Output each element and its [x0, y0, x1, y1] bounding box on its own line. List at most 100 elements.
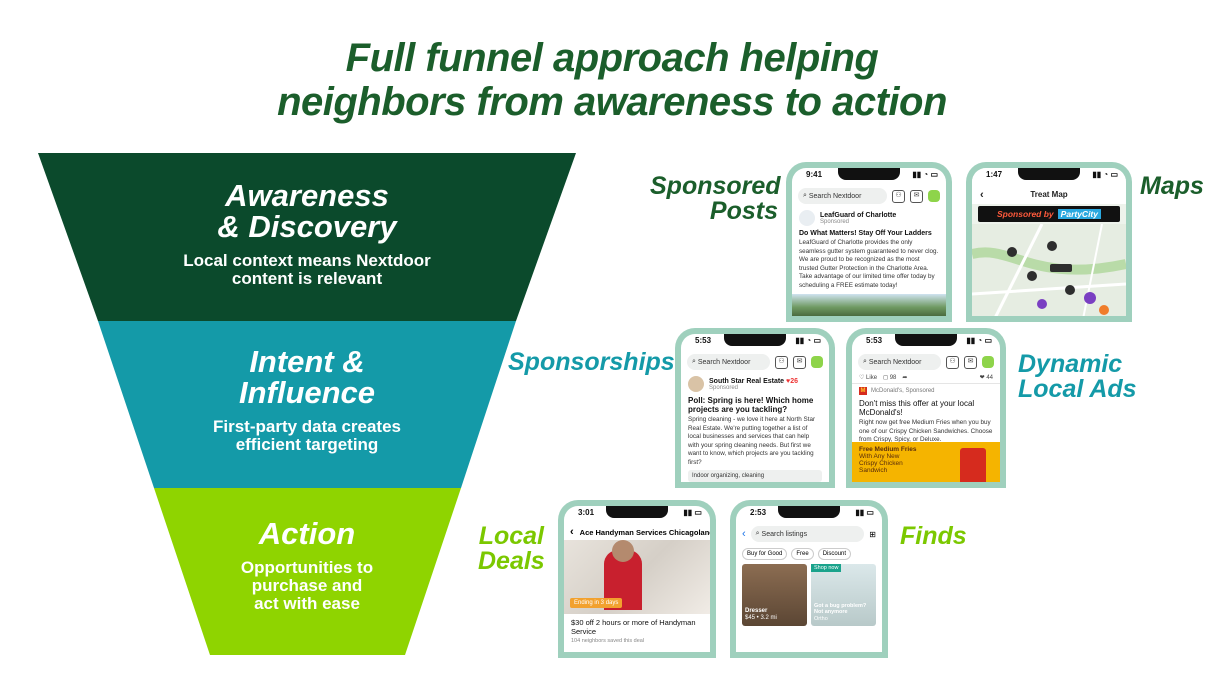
chip-free[interactable]: Free: [791, 548, 814, 560]
stage-awareness-text: Awareness & Discovery Local context mean…: [150, 180, 464, 288]
comment-button[interactable]: ◻ 98: [883, 375, 897, 381]
label-local-deals: Local Deals: [478, 522, 545, 575]
poll-question: Poll: Spring is here! Which home project…: [688, 396, 814, 414]
funnel-stage-action: [154, 488, 461, 655]
advertiser-logo: [799, 210, 815, 226]
search-input[interactable]: ⌕ Search Nextdoor: [798, 188, 887, 204]
mcdonalds-logo: M: [859, 387, 867, 395]
fries-box: [960, 448, 986, 482]
share-icon[interactable]: ➦: [902, 375, 908, 381]
chat-icon[interactable]: ✉: [964, 355, 977, 369]
advertiser-name[interactable]: South Star Real Estate: [709, 377, 785, 385]
chip-buy-for-good[interactable]: Buy for Good: [742, 548, 788, 560]
status-time: 1:47: [986, 170, 1003, 179]
title-line-1: Full funnel approach helping: [345, 36, 879, 80]
post-photo[interactable]: [792, 294, 946, 316]
map-pin-icon: [1084, 292, 1096, 304]
stage-action-body: Opportunities to purchase and act with e…: [240, 558, 374, 613]
label-sponsored-posts: Sponsored Posts: [650, 172, 781, 225]
listing-ad-ortho[interactable]: Shop now Got a bug problem? Not anymore …: [811, 564, 876, 626]
sponsor-banner[interactable]: Sponsored by PartyCity: [978, 206, 1120, 222]
funnel-stage-awareness: [38, 153, 576, 321]
label-maps: Maps: [1140, 172, 1204, 200]
business-header: Ace Handyman Services Chicagoland: [579, 527, 710, 537]
signal-icon: ▮▮ ◔ ▭: [966, 336, 992, 345]
advertiser-name[interactable]: LeafGuard of Charlotte: [820, 211, 897, 219]
poll-option[interactable]: Indoor organizing, cleaning: [688, 470, 822, 482]
search-input[interactable]: ⌕ Search Nextdoor: [858, 354, 941, 370]
compose-icon[interactable]: [928, 190, 940, 202]
stage-intent-body: First-party data creates efficient targe…: [212, 417, 402, 454]
signal-icon: ▮▮ ◔ ▭: [1092, 170, 1118, 179]
stage-awareness-heading: Awareness & Discovery: [217, 178, 397, 244]
label-dynamic-local-ads: Dynamic Local Ads: [1018, 350, 1137, 403]
label-sponsorships: Sponsorships: [508, 348, 675, 376]
phone-finds: 2:53 ▮▮ ▭ ‹ ⌕ Search listings ⊞ Buy for G…: [730, 500, 888, 658]
page-title: Full funnel approach helping neighbors f…: [0, 36, 1224, 124]
back-icon[interactable]: ‹: [570, 526, 574, 538]
ad-headline: Don't miss this offer at your local McDo…: [859, 399, 975, 417]
signal-icon: ▮▮ ◔ ▭: [912, 170, 938, 179]
sponsored-tag: Sponsored: [709, 384, 739, 391]
heart-icon: ♥: [786, 377, 791, 385]
stage-action-text: Action Opportunities to purchase and act…: [200, 518, 414, 613]
reaction-count: ❤ 44: [979, 375, 993, 381]
advertiser-name[interactable]: McDonald's, Sponsored: [871, 388, 935, 394]
phone-map: 1:47 ▮▮ ◔ ▭ ‹ Treat Map Sponsored by Part…: [966, 162, 1132, 322]
ad-body: Right now get free Medium Fries when you…: [859, 419, 993, 443]
status-time: 5:53: [695, 336, 712, 345]
chat-icon[interactable]: ✉: [910, 189, 923, 203]
stage-intent-heading: Intent & Influence: [238, 344, 376, 410]
ending-tag: Ending in 3 days: [570, 598, 623, 608]
search-input[interactable]: ⌕ Search listings: [750, 526, 865, 542]
people-icon[interactable]: ⚇: [892, 189, 905, 203]
shop-now-badge[interactable]: Shop now: [811, 564, 842, 572]
status-time: 2:53: [750, 508, 767, 517]
signal-icon: ▮▮ ◔ ▭: [795, 336, 821, 345]
status-time: 9:41: [806, 170, 823, 179]
treat-map[interactable]: [972, 224, 1126, 316]
listing-dresser[interactable]: Dresser $45 • 3.2 mi: [742, 564, 807, 626]
map-pin-icon: [1065, 285, 1075, 295]
back-icon[interactable]: ‹: [980, 189, 984, 201]
post-headline: Do What Matters! Stay Off Your Ladders: [799, 230, 932, 237]
signal-icon: ▮▮ ▭: [683, 508, 702, 517]
phone-local-deal: 3:01 ▮▮ ▭ ‹ Ace Handyman Services Chicago…: [558, 500, 716, 658]
map-pin-icon: [1099, 305, 1109, 315]
people-icon[interactable]: ⚇: [946, 355, 959, 369]
funnel-stage-intent: [98, 321, 516, 488]
stage-action-heading: Action: [258, 516, 356, 551]
sponsored-tag: Sponsored: [820, 218, 850, 225]
search-input[interactable]: ⌕ Search Nextdoor: [687, 354, 770, 370]
like-button[interactable]: ♡ Like: [859, 375, 878, 381]
like-count: 26: [790, 377, 798, 385]
chip-discount[interactable]: Discount: [817, 548, 852, 560]
map-pin-icon: [1027, 271, 1037, 281]
label-finds: Finds: [900, 522, 967, 550]
party-city-logo: PartyCity: [1057, 209, 1101, 219]
signal-icon: ▮▮ ▭: [855, 508, 874, 517]
map-header: Treat Map: [1030, 190, 1068, 199]
back-icon[interactable]: ‹: [742, 528, 746, 540]
map-pin-icon: [1037, 299, 1047, 309]
compose-icon[interactable]: [982, 356, 994, 368]
phone-sponsorship: 5:53 ▮▮ ◔ ▭ ⌕ Search Nextdoor ⚇ ✉ South S…: [675, 328, 835, 488]
post-body: LeafGuard of Charlotte provides the only…: [799, 239, 939, 289]
stage-intent-text: Intent & Influence First-party data crea…: [170, 346, 444, 454]
stage-awareness-body: Local context means Nextdoor content is …: [183, 251, 431, 288]
compose-icon[interactable]: [811, 356, 823, 368]
status-time: 5:53: [866, 336, 883, 345]
deal-photo[interactable]: Ending in 3 days: [564, 540, 710, 614]
map-pin-icon: [1007, 247, 1017, 257]
deal-saved-count: 104 neighbors saved this deal: [571, 638, 645, 644]
status-time: 3:01: [578, 508, 595, 517]
phone-sponsored-post: 9:41 ▮▮ ◔ ▭ ⌕ Search Nextdoor ⚇ ✉ LeafGua…: [786, 162, 952, 322]
people-icon[interactable]: ⚇: [775, 355, 788, 369]
grid-icon[interactable]: ⊞: [869, 529, 876, 539]
chat-icon[interactable]: ✉: [793, 355, 806, 369]
ad-image[interactable]: Free Medium Fries With Any New Crispy Ch…: [852, 442, 1000, 482]
deal-offer[interactable]: $30 off 2 hours or more of Handyman Serv…: [571, 618, 696, 636]
advertiser-avatar: [688, 376, 704, 392]
map-pin-icon: [1047, 241, 1057, 251]
